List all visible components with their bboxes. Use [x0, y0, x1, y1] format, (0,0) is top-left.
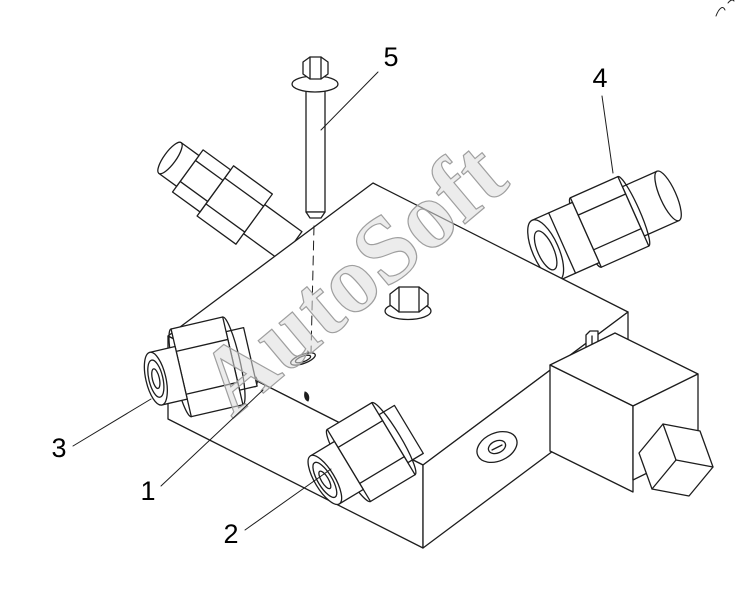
- callout-1[interactable]: 1: [140, 389, 264, 506]
- rear-left-fitting: [157, 141, 303, 262]
- bolt-centerline: [310, 225, 315, 354]
- callout-4[interactable]: 4: [592, 63, 614, 174]
- callout-2[interactable]: 2: [223, 468, 332, 549]
- upper-right-fitting: [527, 170, 682, 282]
- callout-3-label[interactable]: 3: [51, 433, 66, 463]
- bolt-hole: [290, 352, 316, 366]
- callout-1-label[interactable]: 1: [140, 476, 155, 506]
- top-hex-plug: [384, 286, 432, 321]
- right-face-port: [476, 430, 518, 464]
- callout-3[interactable]: 3: [51, 398, 152, 463]
- flange-bolt: [291, 56, 339, 219]
- solenoid-hex-cap: [638, 423, 714, 497]
- callout-4-label[interactable]: 4: [592, 63, 607, 93]
- callout-5[interactable]: 5: [320, 42, 399, 131]
- callout-2-label[interactable]: 2: [223, 519, 238, 549]
- solenoid-assembly: [549, 330, 714, 497]
- front-fitting: [307, 401, 424, 506]
- corner-mark: [715, 0, 735, 17]
- left-fitting: [143, 316, 258, 418]
- callout-5-label[interactable]: 5: [383, 42, 398, 72]
